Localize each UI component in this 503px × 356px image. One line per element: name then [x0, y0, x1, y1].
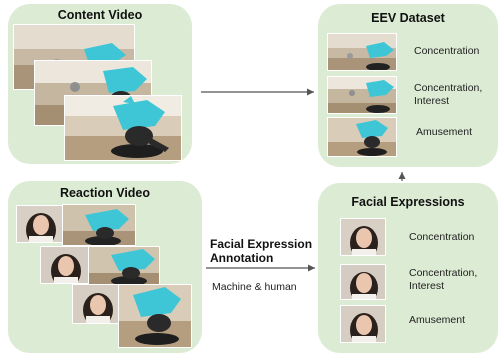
content-video-title: Content Video — [57, 8, 143, 22]
reaction-video-title: Reaction Video — [59, 186, 151, 200]
content-video-frame — [64, 95, 182, 161]
annotation-title: Facial Expression Annotation — [210, 237, 313, 265]
eev-label-concentration-interest: Concentration, Interest — [414, 82, 483, 107]
eev-label-concentration: Concentration — [414, 45, 480, 57]
reaction-face-frame — [40, 246, 90, 284]
reaction-content-frame — [88, 246, 160, 286]
eev-dataset-title: EEV Dataset — [371, 11, 445, 25]
facial-thumbnail — [340, 305, 386, 343]
reaction-content-frame — [62, 204, 136, 246]
annotation-subtitle: Machine & human — [212, 281, 297, 293]
reaction-face-frame — [72, 284, 122, 324]
reaction-content-frame — [118, 284, 192, 348]
facial-thumbnail — [340, 218, 386, 256]
eev-thumbnail — [327, 76, 397, 114]
facial-expressions-title: Facial Expressions — [351, 195, 465, 209]
eev-label-amusement: Amusement — [416, 126, 473, 138]
eev-thumbnail — [327, 33, 397, 71]
facial-label-concentration-interest: Concentration, Interest — [409, 267, 478, 292]
facial-label-amusement: Amusement — [409, 314, 466, 326]
eev-thumbnail — [327, 117, 397, 157]
facial-label-concentration: Concentration — [409, 231, 475, 243]
reaction-face-frame — [16, 205, 64, 243]
facial-thumbnail — [340, 264, 386, 300]
